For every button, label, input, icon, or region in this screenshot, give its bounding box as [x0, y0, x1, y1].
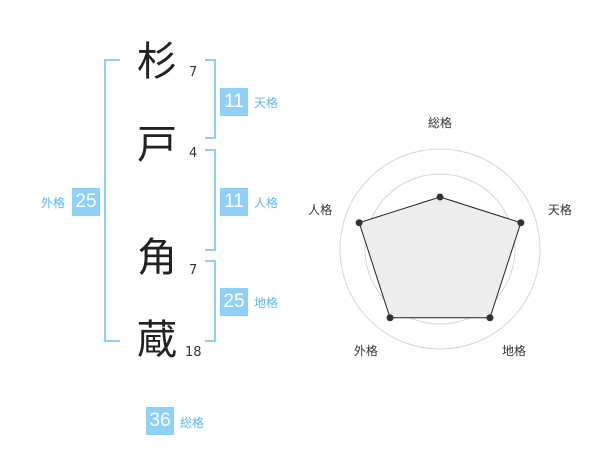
tenkaku-value: 11 — [220, 88, 248, 116]
chikaku-label: 地格 — [254, 296, 279, 310]
radar-axis-label-2: 天格 — [548, 202, 572, 217]
name-char-3: 角 — [137, 235, 177, 281]
name-char-2: 戸 — [137, 122, 177, 168]
radar-axis-label-5: 人格 — [308, 202, 332, 217]
radar-point-5 — [355, 219, 363, 227]
soukaku-value: 36 — [146, 407, 174, 435]
name-char-4: 蔵 — [137, 317, 177, 363]
stroke-count-4: 18 — [185, 345, 202, 360]
radar-point-3 — [486, 314, 494, 322]
radar-point-4 — [386, 314, 394, 322]
soukaku-label: 総格 — [180, 416, 205, 430]
name-char-1: 杉 — [137, 39, 177, 85]
gaikaku-value: 25 — [72, 188, 100, 216]
radar-series-area — [358, 196, 522, 319]
jinkaku-value: 11 — [220, 188, 248, 216]
radar-axis-label-3: 地格 — [502, 343, 526, 358]
jinkaku-label: 人格 — [254, 196, 279, 210]
radar-axis-label-1: 総格 — [428, 115, 452, 130]
chikaku-value: 25 — [220, 288, 248, 316]
stroke-count-2: 4 — [189, 146, 198, 161]
gaikaku-label: 外格 — [41, 196, 66, 210]
radar-axis-label-4: 外格 — [354, 343, 378, 358]
stroke-count-3: 7 — [189, 263, 198, 278]
radar-point-1 — [436, 193, 444, 201]
stroke-count-1: 7 — [189, 65, 198, 80]
radar-point-2 — [517, 219, 525, 227]
tenkaku-label: 天格 — [254, 96, 279, 110]
